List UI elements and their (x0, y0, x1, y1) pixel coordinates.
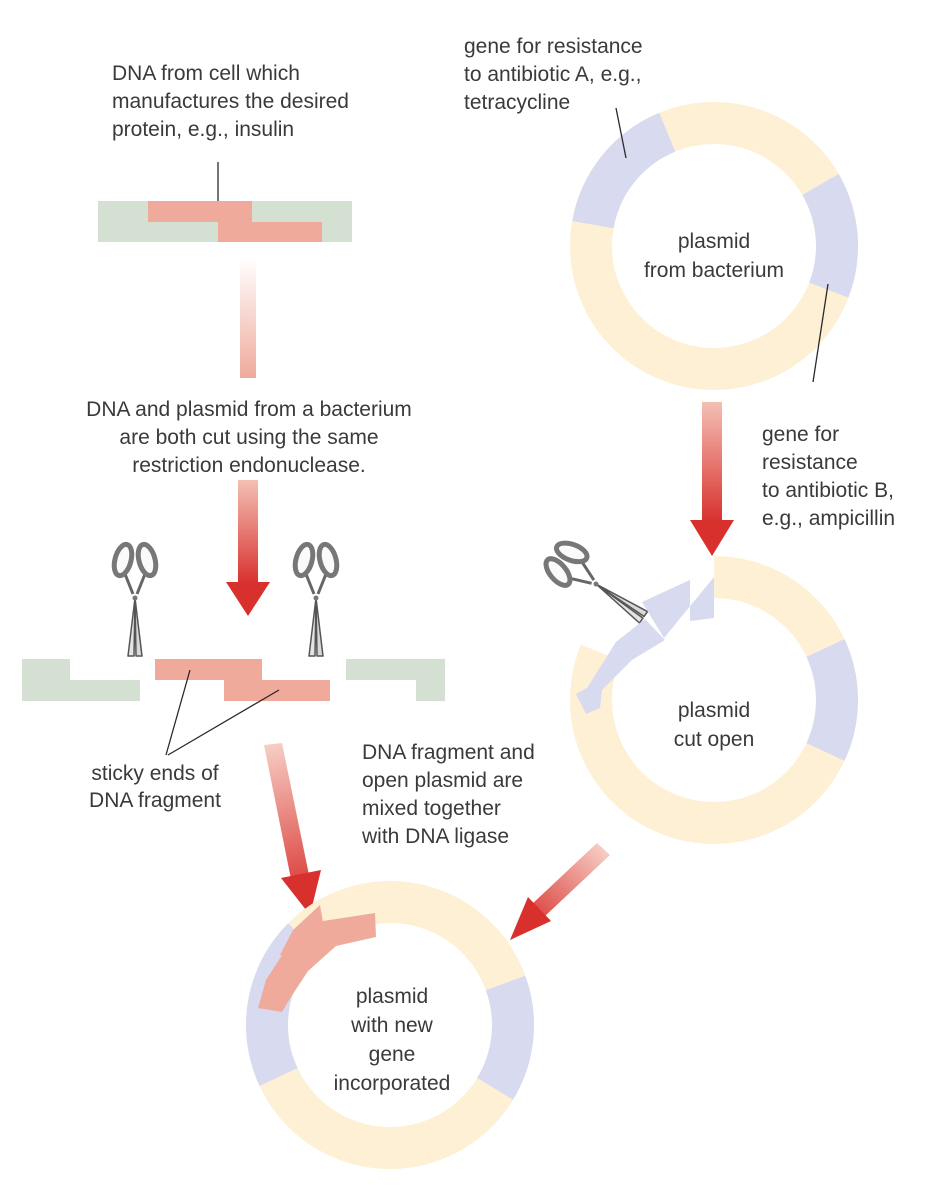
svg-text:gene for: gene for (762, 423, 839, 446)
svg-text:to antibiotic B,: to antibiotic B, (762, 479, 894, 502)
svg-text:plasmid: plasmid (678, 699, 750, 722)
dna-fragment-sticky-ends (155, 659, 330, 701)
cut-step-label: DNA and plasmid from a bacterium are bot… (86, 398, 412, 477)
plasmid-bacterium-label: plasmid from bacterium (644, 230, 784, 282)
svg-text:plasmid: plasmid (356, 985, 428, 1008)
svg-text:with new: with new (350, 1014, 434, 1037)
svg-text:resistance: resistance (762, 451, 858, 474)
gene-b-label: gene for resistance to antibiotic B, e.g… (762, 423, 895, 530)
svg-text:plasmid: plasmid (678, 230, 750, 253)
plasmid-from-bacterium (570, 102, 858, 390)
gene-a-label: gene for resistance to antibiotic A, e.g… (464, 35, 643, 114)
mix-step-label: DNA fragment and open plasmid are mixed … (361, 741, 535, 848)
svg-text:from bacterium: from bacterium (644, 259, 784, 282)
svg-text:restriction endonuclease.: restriction endonuclease. (132, 454, 365, 477)
plasmid-cut-open (570, 556, 858, 844)
diagonal-arrow-right (510, 843, 610, 940)
recombinant-plasmid (246, 881, 534, 1169)
svg-text:DNA fragment: DNA fragment (89, 789, 221, 812)
down-arrow-right (690, 402, 734, 556)
svg-text:sticky ends of: sticky ends of (91, 762, 218, 785)
svg-text:to antibiotic A, e.g.,: to antibiotic A, e.g., (464, 63, 641, 86)
svg-text:DNA fragment and: DNA fragment and (362, 741, 535, 764)
dna-source-label: DNA from cell which manufactures the des… (112, 62, 349, 141)
plasmid-recombinant-label: plasmid with new gene incorporated (334, 985, 451, 1095)
left-dna-flank (22, 659, 140, 701)
faded-connector (240, 258, 256, 378)
svg-text:mixed together: mixed together (362, 797, 501, 820)
scissors-icon (537, 533, 657, 637)
svg-text:gene: gene (369, 1043, 416, 1066)
svg-text:incorporated: incorporated (334, 1072, 451, 1095)
gene-a-leader-line (615, 107, 627, 159)
svg-text:gene for resistance: gene for resistance (464, 35, 643, 58)
svg-text:open plasmid are: open plasmid are (362, 769, 523, 792)
source-dna-strand (98, 201, 352, 242)
svg-text:cut open: cut open (674, 728, 755, 751)
svg-text:DNA from cell which: DNA from cell which (112, 62, 300, 85)
right-dna-flank (346, 659, 445, 701)
svg-text:are both cut using the same: are both cut using the same (119, 426, 378, 449)
sticky-ends-leader-lines (165, 669, 280, 756)
svg-text:manufactures the desired: manufactures the desired (112, 90, 349, 113)
svg-text:protein, e.g., insulin: protein, e.g., insulin (112, 118, 294, 141)
scissors-icon (292, 542, 340, 656)
svg-text:DNA and plasmid from a bacteri: DNA and plasmid from a bacterium (86, 398, 412, 421)
sticky-ends-label: sticky ends of DNA fragment (89, 762, 221, 812)
svg-text:with DNA ligase: with DNA ligase (361, 825, 509, 848)
svg-text:e.g., ampicillin: e.g., ampicillin (762, 507, 895, 530)
down-arrow-left (226, 480, 270, 616)
plasmid-cut-label: plasmid cut open (674, 699, 755, 751)
gene-b-leader-line (812, 283, 829, 383)
svg-text:tetracycline: tetracycline (464, 91, 570, 114)
scissors-icon (111, 542, 159, 656)
diagonal-arrow-left (264, 743, 321, 915)
